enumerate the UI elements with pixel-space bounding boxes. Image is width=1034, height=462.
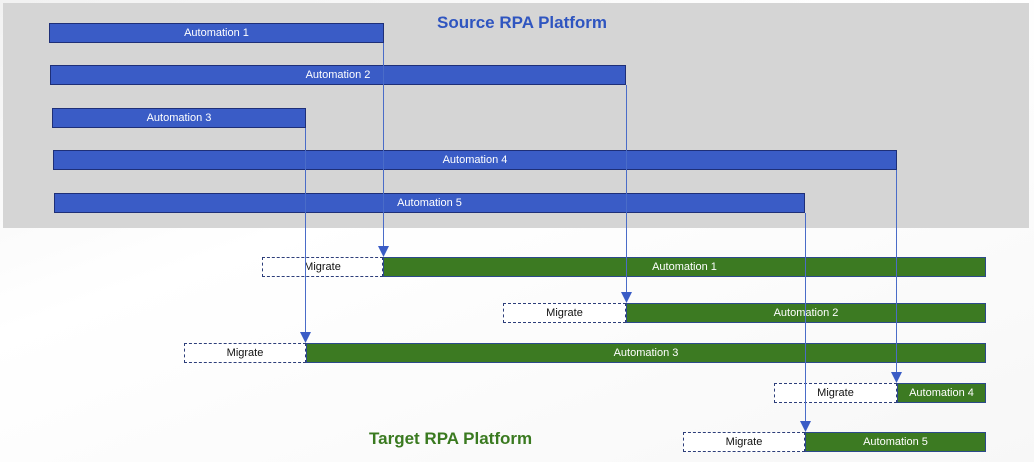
source-automation-1-bar: Automation 1: [49, 23, 384, 43]
arrowhead-automation-1: [378, 246, 389, 257]
source-platform-title: Source RPA Platform: [437, 13, 608, 32]
arrowhead-automation-2: [621, 292, 632, 303]
migrate-automation-2-box: Migrate: [503, 303, 626, 323]
target-automation-5-bar: Automation 5: [805, 432, 986, 452]
target-automation-4-bar: Automation 4: [897, 383, 986, 403]
target-automation-1-bar: Automation 1: [383, 257, 986, 277]
migrate-automation-4-box: Migrate: [774, 383, 897, 403]
target-platform-title: Target RPA Platform: [369, 429, 533, 448]
migrate-automation-1-box: Migrate: [262, 257, 383, 277]
source-automation-4-bar: Automation 4: [53, 150, 897, 170]
source-automation-3-bar: Automation 3: [52, 108, 306, 128]
source-automation-2-bar: Automation 2: [50, 65, 626, 85]
target-automation-3-bar: Automation 3: [306, 343, 986, 363]
arrowhead-automation-5: [800, 421, 811, 432]
migrate-automation-3-box: Migrate: [184, 343, 306, 363]
arrowhead-automation-4: [891, 372, 902, 383]
source-automation-5-bar: Automation 5: [54, 193, 805, 213]
migrate-automation-5-box: Migrate: [683, 432, 805, 452]
arrowhead-automation-3: [300, 332, 311, 343]
